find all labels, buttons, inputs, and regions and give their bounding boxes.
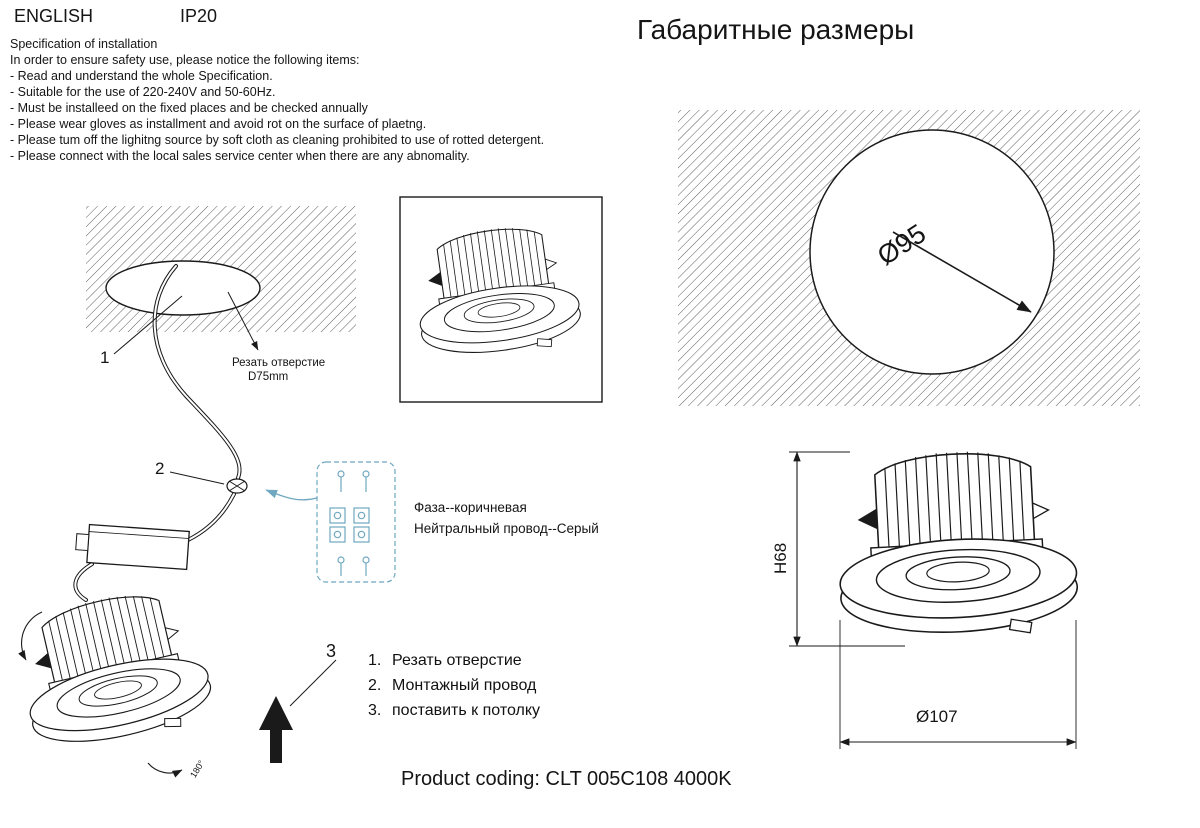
terminal-symbols: [329, 470, 370, 576]
wiring-detail-arrow: [265, 489, 318, 501]
phase-wire-label: Фаза--коричневая: [414, 500, 527, 515]
legend-num: 2.: [368, 677, 382, 694]
downlight-3d-view: [8, 579, 219, 760]
spec-item: - Please wear gloves as installment and …: [10, 117, 427, 131]
legend-text: Монтажный провод: [392, 677, 537, 694]
legend-num: 3.: [368, 702, 382, 719]
dimension-panel-drawing: [678, 110, 1140, 406]
leader-step2: [169, 471, 225, 485]
spec-intro: In order to ensure safety use, please no…: [10, 53, 360, 67]
product-coding: Product coding: CLT 005C108 4000K: [401, 768, 732, 791]
cut-hole-note: Резать отверстие D75mm: [232, 356, 325, 384]
framed-product-view: [399, 196, 603, 403]
cut-note-arrow: [227, 291, 259, 351]
d95-arrow: [892, 231, 1032, 313]
spec-item: - Suitable for the use of 220-240V and 5…: [10, 85, 276, 99]
step-3-label: 3: [326, 641, 337, 661]
step-1-label: 1: [100, 348, 110, 367]
spec-item: - Read and understand the whole Specific…: [10, 69, 273, 83]
ip-rating-label: IP20: [180, 6, 218, 26]
step-2-label: 2: [155, 459, 165, 478]
neutral-wire-label: Нейтральный провод--Серый: [414, 521, 599, 536]
legend-row: 2. Монтажный провод: [368, 673, 540, 698]
mains-wire-drawing: [73, 264, 242, 602]
spec-title: Specification of installation: [10, 37, 158, 51]
legend-text: Резать отверстие: [392, 652, 522, 669]
cutout-circle: [809, 129, 1055, 375]
spec-item: - Must be installeed on the fixed places…: [10, 101, 368, 115]
wiring-detail-drawing: [265, 461, 396, 583]
legend-row: 1. Резать отверстие: [368, 648, 540, 673]
downlight-side-view: [832, 445, 1081, 644]
dimensions-title: Габаритные размеры: [637, 14, 915, 45]
cut-hole-note-line1: Резать отверстие: [232, 357, 326, 369]
leader-step1: [113, 295, 183, 355]
h68-dimension-label: H68: [771, 542, 790, 574]
legend: 1. Резать отверстие 2. Монтажный провод 3.…: [368, 648, 540, 723]
spec-item: - Please tum off the lighitng source by …: [10, 133, 545, 147]
cut-hole-note-line2: D75mm: [248, 371, 289, 383]
dimension-lines: [789, 451, 1077, 749]
product-code: CLT 005C108 4000K: [545, 768, 732, 790]
driver-box-drawing: [75, 523, 190, 571]
legend-text: поставить к потолку: [392, 702, 541, 719]
rotation-arrow-bottom: [147, 762, 183, 778]
product-coding-label: Product coding:: [401, 768, 540, 790]
language-label: ENGLISH: [14, 6, 94, 26]
legend-row: 3. поставить к потолку: [368, 698, 540, 723]
legend-num: 1.: [368, 652, 382, 669]
spec-item: - Please connect with the local sales se…: [10, 149, 470, 163]
cutout-hole: [105, 260, 261, 316]
wire-connector-drawing: [226, 478, 248, 494]
leader-step3: [289, 659, 337, 707]
up-arrow: [259, 696, 293, 763]
d107-dimension-label: Ø107: [916, 707, 958, 726]
specification-block: Specification of installation In order t…: [10, 36, 544, 164]
ceiling-panel-drawing: [86, 206, 356, 332]
annotation-lines: [18, 291, 337, 778]
rotation-arrow-left: [18, 611, 43, 661]
